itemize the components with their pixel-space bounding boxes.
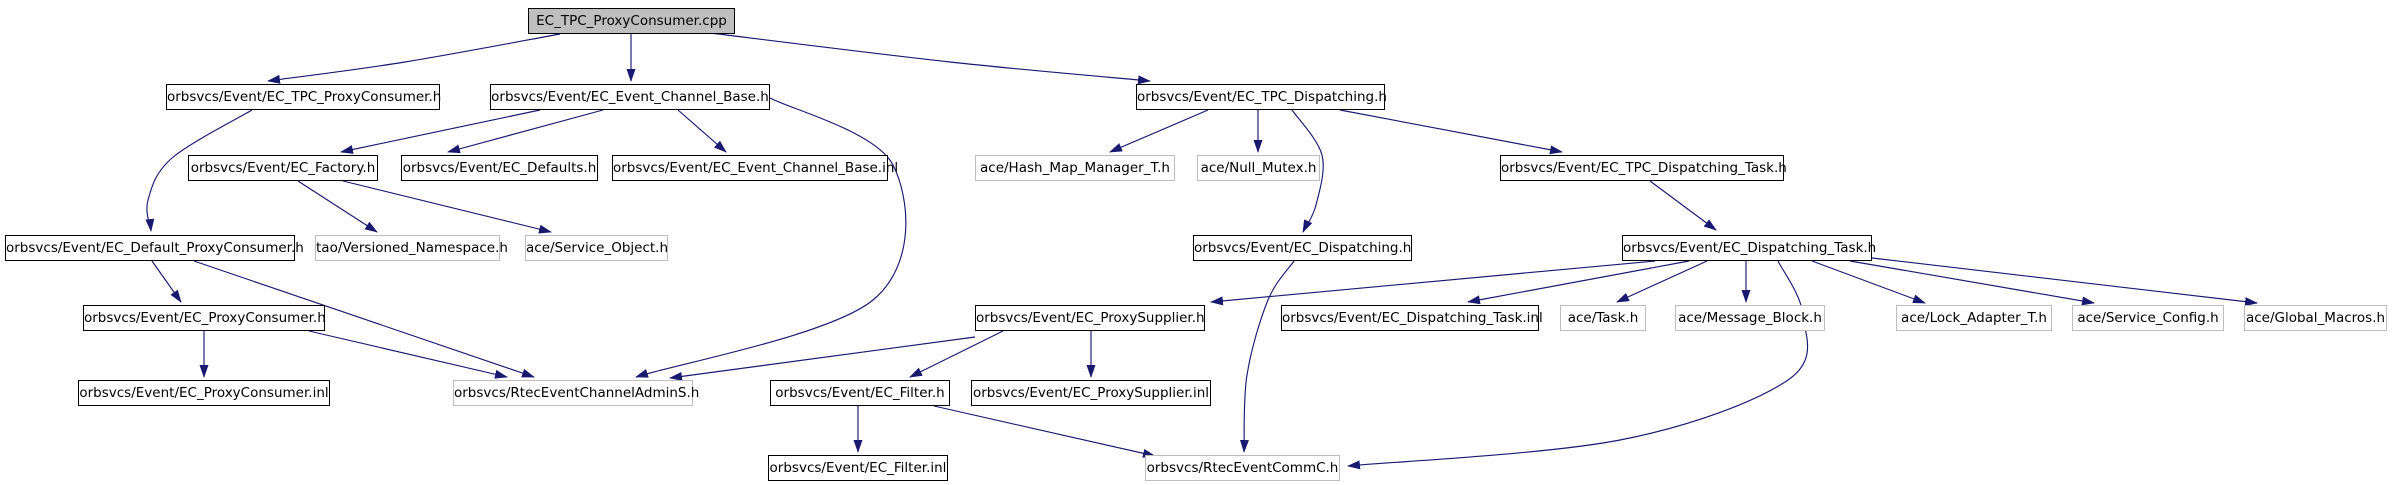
node-event-channel-base-inl[interactable]: orbsvcs/Event/EC_Event_Channel_Base.inl <box>612 155 898 181</box>
edge-dispatching-task-h-to-rteceventcommc-h <box>1347 260 1809 470</box>
node-global-macros-h[interactable]: ace/Global_Macros.h <box>2244 305 2387 331</box>
node-hash-map-manager-t-h[interactable]: ace/Hash_Map_Manager_T.h <box>975 155 1175 181</box>
edge-dispatching-task-h-to-lock-adapter-t-h <box>1811 260 1926 304</box>
edge-event-channel-base-h-to-rteceventchanneladmins-h <box>635 97 907 378</box>
edge-filter-h-to-rteceventcommc-h <box>933 405 1156 458</box>
node-dispatching-h[interactable]: orbsvcs/Event/EC_Dispatching.h <box>1193 235 1412 261</box>
edge-proxysupplier-h-to-rteceventchanneladmins-h <box>669 336 976 381</box>
node-proxyconsumer-inl[interactable]: orbsvcs/Event/EC_ProxyConsumer.inl <box>78 380 330 406</box>
node-factory-h[interactable]: orbsvcs/Event/EC_Factory.h <box>188 155 378 181</box>
edge-default-proxyconsumer-h-to-rteceventchanneladmins-h <box>193 260 535 378</box>
edge-factory-h-to-versioned-namespace-h <box>297 180 378 233</box>
edge-tpc-proxyconsumer-h-to-default-proxyconsumer-h <box>145 109 253 232</box>
edge-dispatching-task-h-to-global-macros-h <box>1871 257 2258 307</box>
edge-event-channel-base-h-to-factory-h <box>340 109 541 154</box>
node-default-proxyconsumer-h[interactable]: orbsvcs/Event/EC_Default_ProxyConsumer.h <box>5 235 304 261</box>
node-filter-inl[interactable]: orbsvcs/Event/EC_Filter.inl <box>768 455 948 481</box>
edge-event-channel-base-h-to-event-channel-base-inl <box>677 109 727 153</box>
edge-tpc-dispatching-h-to-tpc-dispatching-task-h <box>1339 109 1563 155</box>
node-defaults-h[interactable]: orbsvcs/Event/EC_Defaults.h <box>401 155 598 181</box>
edge-tpc-proxyconsumer-cpp-to-tpc-dispatching-h <box>701 31 1151 85</box>
edge-factory-h-to-service-object-h <box>342 180 552 234</box>
edge-dispatching-task-h-to-dispatching-task-inl <box>1467 260 1690 305</box>
node-rteceventchanneladmins-h[interactable]: orbsvcs/RtecEventChannelAdminS.h <box>453 380 699 406</box>
node-service-config-h[interactable]: ace/Service_Config.h <box>2072 305 2224 331</box>
edge-default-proxyconsumer-h-to-proxyconsumer-h <box>151 260 182 303</box>
node-lock-adapter-t-h[interactable]: ace/Lock_Adapter_T.h <box>1896 305 2052 331</box>
node-tpc-dispatching-h[interactable]: orbsvcs/Event/EC_TPC_Dispatching.h <box>1136 84 1387 110</box>
node-proxyconsumer-h[interactable]: orbsvcs/Event/EC_ProxyConsumer.h <box>83 305 326 331</box>
edge-tpc-dispatching-h-to-dispatching-h <box>1291 109 1324 233</box>
edge-proxyconsumer-h-to-rteceventchanneladmins-h <box>308 330 508 379</box>
node-dispatching-task-inl[interactable]: orbsvcs/Event/EC_Dispatching_Task.inl <box>1281 305 1543 331</box>
edge-dispatching-task-h-to-service-config-h <box>1849 260 2095 306</box>
node-filter-h[interactable]: orbsvcs/Event/EC_Filter.h <box>770 380 950 406</box>
edge-dispatching-h-to-rteceventcommc-h <box>1239 260 1295 453</box>
node-tpc-proxyconsumer-cpp[interactable]: EC_TPC_ProxyConsumer.cpp <box>528 8 735 34</box>
edge-dispatching-task-h-to-proxysupplier-h <box>1210 260 1656 306</box>
edge-proxysupplier-h-to-filter-h <box>909 330 1004 378</box>
node-task-h[interactable]: ace/Task.h <box>1560 305 1646 331</box>
node-dispatching-task-h[interactable]: orbsvcs/Event/EC_Dispatching_Task.h <box>1622 235 1876 261</box>
node-tpc-dispatching-task-h[interactable]: orbsvcs/Event/EC_TPC_Dispatching_Task.h <box>1500 155 1787 181</box>
edge-tpc-dispatching-h-to-hash-map-manager-t-h <box>1109 109 1209 153</box>
edge-tpc-dispatching-task-h-to-dispatching-task-h <box>1649 180 1717 231</box>
node-proxysupplier-inl[interactable]: orbsvcs/Event/EC_ProxySupplier.inl <box>971 380 1211 406</box>
node-null-mutex-h[interactable]: ace/Null_Mutex.h <box>1197 155 1320 181</box>
node-rteceventcommc-h[interactable]: orbsvcs/RtecEventCommC.h <box>1145 455 1340 481</box>
node-event-channel-base-h[interactable]: orbsvcs/Event/EC_Event_Channel_Base.h <box>490 84 770 110</box>
node-message-block-h[interactable]: ace/Message_Block.h <box>1675 305 1825 331</box>
edge-tpc-proxyconsumer-cpp-to-tpc-proxyconsumer-h <box>267 33 561 84</box>
node-proxysupplier-h[interactable]: orbsvcs/Event/EC_ProxySupplier.h <box>975 305 1205 331</box>
edge-event-channel-base-h-to-defaults-h <box>447 109 604 154</box>
node-versioned-namespace-h[interactable]: tao/Versioned_Namespace.h <box>315 235 508 261</box>
node-tpc-proxyconsumer-h[interactable]: orbsvcs/Event/EC_TPC_ProxyConsumer.h <box>166 84 441 110</box>
node-service-object-h[interactable]: ace/Service_Object.h <box>525 235 668 261</box>
edge-dispatching-task-h-to-task-h <box>1616 260 1708 303</box>
